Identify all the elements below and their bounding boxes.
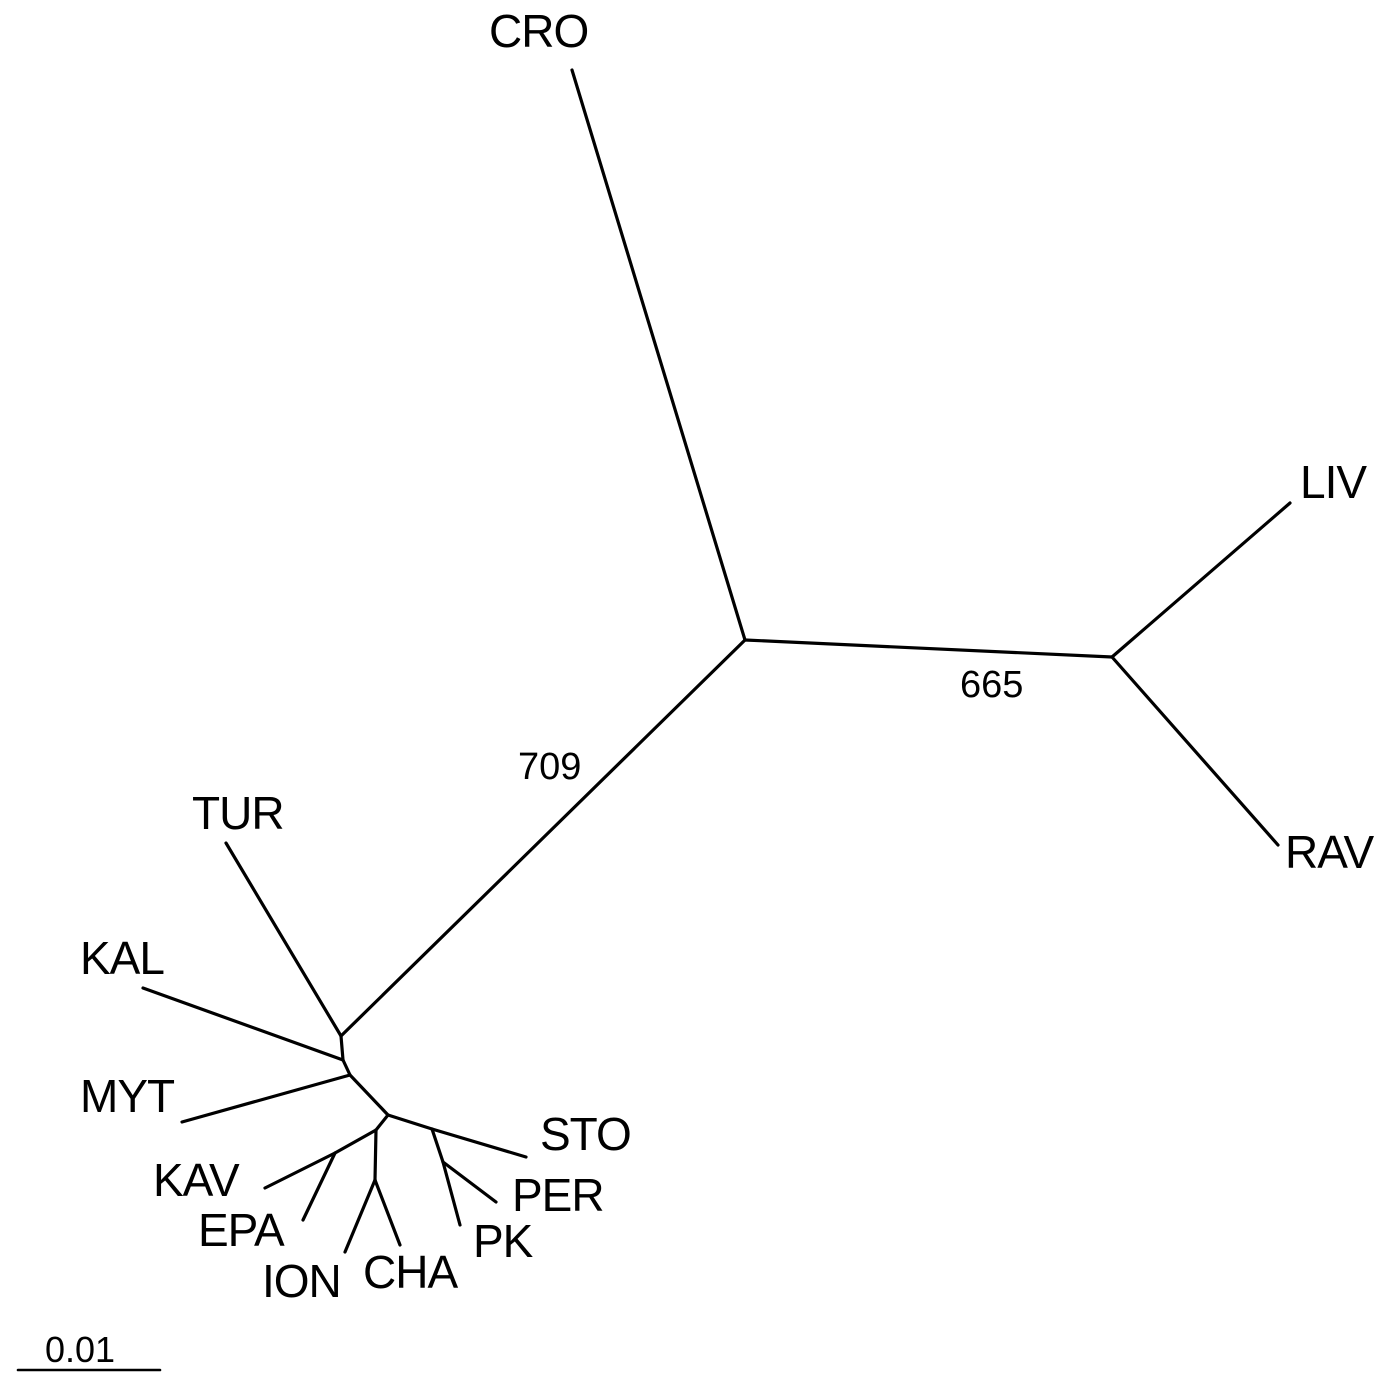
branch-myt	[180, 1073, 352, 1124]
support-value-665: 665	[960, 664, 1023, 706]
branch-kav	[263, 1151, 337, 1190]
branch-per	[441, 1160, 498, 1204]
branch-ion	[343, 1178, 377, 1254]
taxon-label-pk: PK	[473, 1215, 534, 1267]
taxon-label-myt: MYT	[80, 1070, 175, 1122]
branch-cha	[373, 1178, 402, 1247]
branch-sto	[430, 1127, 528, 1159]
branch-node-perpk	[430, 1127, 445, 1164]
taxon-label-cha: CHA	[363, 1246, 458, 1298]
taxon-label-kal: KAL	[80, 932, 164, 984]
branch-rav	[1110, 655, 1280, 847]
taxon-label-per: PER	[512, 1169, 604, 1221]
branch-liv	[1110, 501, 1292, 659]
branch-node-b-to-c	[341, 1058, 352, 1077]
branch-node-a-to-b	[339, 1034, 345, 1062]
taxon-label-epa: EPA	[198, 1204, 285, 1256]
branch-node-kavepa	[333, 1128, 378, 1155]
taxon-label-cro: CRO	[489, 5, 588, 57]
branch-cro	[570, 68, 747, 642]
taxon-label-sto: STO	[540, 1108, 631, 1160]
support-value-709: 709	[518, 746, 581, 788]
taxon-label-rav: RAV	[1285, 826, 1374, 878]
branch-central-to-southwest	[339, 638, 747, 1038]
branch-central-to-east	[743, 638, 1114, 659]
taxon-label-tur: TUR	[192, 787, 284, 839]
branch-tur	[224, 841, 343, 1038]
taxon-label-kav: KAV	[153, 1154, 240, 1206]
branch-node-c-to-d	[348, 1073, 390, 1117]
taxon-label-ion: ION	[262, 1255, 341, 1307]
branch-node-d-to-left	[374, 1113, 390, 1132]
branch-node-ioncha	[373, 1128, 378, 1182]
branch-node-d-to-sto	[386, 1113, 434, 1131]
branch-epa	[301, 1151, 337, 1222]
taxon-label-liv: LIV	[1300, 456, 1367, 508]
scale-bar-label: 0.01	[45, 1329, 115, 1370]
branch-kal	[141, 986, 345, 1062]
branch-pk	[441, 1160, 462, 1227]
